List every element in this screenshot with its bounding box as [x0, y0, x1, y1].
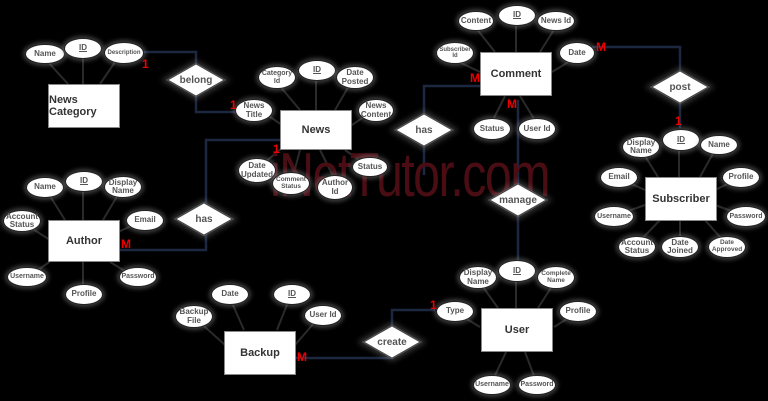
attr-author-username[interactable]: Username [7, 267, 47, 287]
attr-author-name[interactable]: Name [26, 177, 64, 198]
attr-news-author-id[interactable]: Author Id [317, 175, 353, 200]
attr-subscriber-account-status[interactable]: Account Status [618, 236, 656, 258]
attr-subscriber-date-joined[interactable]: Date Joined [661, 236, 699, 258]
rel-belong[interactable]: belong [167, 64, 225, 96]
attr-comment-content[interactable]: Content [458, 11, 494, 31]
attr-subscriber-profile[interactable]: Profile [722, 167, 760, 188]
attr-subscriber-id[interactable]: ID [662, 129, 700, 151]
card-comment-manage: M [507, 97, 517, 111]
entity-user[interactable]: User [481, 308, 553, 352]
entity-subscriber[interactable]: Subscriber [645, 177, 717, 221]
attr-user-type[interactable]: Type [436, 301, 474, 322]
attr-subscriber-password[interactable]: Password [726, 206, 766, 227]
attr-subscriber-date-approved[interactable]: Date Approved [708, 236, 746, 258]
attr-author-profile[interactable]: Profile [65, 284, 103, 305]
attr-news-category-id[interactable]: Category Id [258, 66, 296, 89]
rel-has-news-comment[interactable]: has [395, 114, 453, 146]
attr-backup-user-id[interactable]: User Id [304, 305, 342, 326]
attr-author-email[interactable]: Email [126, 210, 164, 231]
card-comment-post: M [596, 40, 606, 54]
attr-news-id[interactable]: ID [298, 60, 336, 81]
attr-subscriber-email[interactable]: Email [600, 167, 638, 188]
attr-user-username[interactable]: Username [473, 375, 511, 395]
attr-author-display-name[interactable]: Display Name [104, 176, 142, 198]
card-backup-create: M [297, 350, 307, 364]
attr-user-display-name[interactable]: Display Name [459, 266, 497, 289]
attr-user-complete-name[interactable]: Complete Name [537, 266, 575, 289]
attr-author-id[interactable]: ID [65, 171, 103, 192]
attr-news-category-id[interactable]: ID [64, 38, 102, 59]
attr-backup-id[interactable]: ID [273, 284, 311, 305]
entity-backup[interactable]: Backup [224, 331, 296, 375]
attr-user-id[interactable]: ID [498, 260, 536, 282]
entity-news[interactable]: News [280, 110, 352, 150]
card-news-category-belong: 1 [142, 57, 149, 71]
card-comment-has: M [470, 71, 480, 85]
attr-subscriber-display-name[interactable]: Display Name [622, 136, 660, 158]
rel-manage[interactable]: manage [489, 184, 547, 216]
card-news-has-author: 1 [273, 142, 280, 156]
entity-comment[interactable]: Comment [480, 52, 552, 96]
attr-author-password[interactable]: Password [119, 267, 157, 287]
attr-subscriber-name[interactable]: Name [700, 135, 738, 155]
attr-news-date-updated[interactable]: Date Updated [238, 158, 276, 183]
rel-post[interactable]: post [651, 71, 709, 103]
attr-news-comment-status[interactable]: Comment Status [272, 172, 310, 195]
attr-news-content[interactable]: News Content [358, 99, 394, 122]
attr-news-category-name[interactable]: Name [25, 44, 65, 64]
entity-author[interactable]: Author [48, 220, 120, 262]
rel-has-author-news[interactable]: has [175, 203, 233, 235]
attr-comment-news-id[interactable]: News Id [537, 11, 575, 31]
card-subscriber-post: 1 [675, 114, 682, 128]
attr-backup-file[interactable]: Backup File [175, 305, 213, 328]
attr-news-category-description[interactable]: Description [104, 42, 144, 64]
attr-news-title[interactable]: News Title [235, 99, 273, 122]
attr-news-date-posted[interactable]: Date Posted [336, 66, 374, 89]
attr-comment-id[interactable]: ID [498, 5, 536, 26]
attr-subscriber-username[interactable]: Username [594, 206, 634, 227]
card-news-belong: 1 [230, 98, 237, 112]
attr-user-profile[interactable]: Profile [559, 301, 597, 322]
card-author-has: M [121, 237, 131, 251]
attr-author-account-status[interactable]: Account Status [3, 210, 41, 232]
attr-news-status[interactable]: Status [352, 157, 388, 177]
attr-comment-status[interactable]: Status [473, 118, 511, 140]
entity-news-category[interactable]: News Category [48, 84, 120, 128]
attr-comment-subscriber-id[interactable]: Subscriber Id [436, 42, 474, 64]
attr-comment-date[interactable]: Date [559, 42, 595, 64]
attr-comment-user-id[interactable]: User Id [518, 118, 556, 140]
card-user-create: 1 [430, 298, 437, 312]
attr-user-password[interactable]: Password [518, 375, 556, 395]
rel-create[interactable]: create [363, 326, 421, 358]
attr-backup-date[interactable]: Date [211, 284, 249, 305]
